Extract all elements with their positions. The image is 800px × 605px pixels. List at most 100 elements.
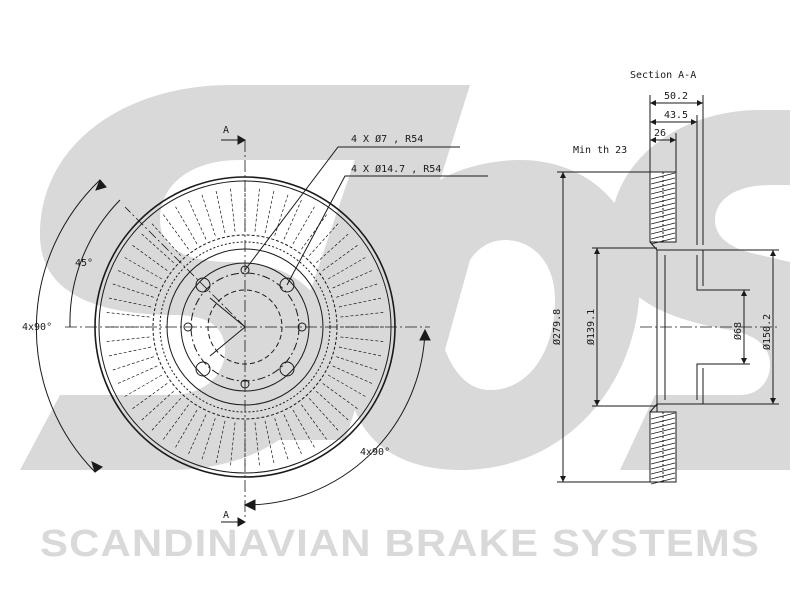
vent-slot: [274, 193, 289, 236]
dim-279-8: Ø279.8: [551, 309, 563, 345]
section-arrowhead-icon: [237, 135, 247, 145]
bolt-hole-label: 4 X Ø7 , R54: [351, 133, 423, 145]
min-thickness-label: Min th 23: [573, 145, 627, 156]
section-marker-bottom: A: [223, 510, 229, 521]
dim-139-1: Ø139.1: [585, 309, 597, 345]
left-spacing-label: 4x90°: [22, 322, 52, 333]
angle-45-arc: [69, 199, 121, 328]
brand-line: SCANDINAVIAN BRAKE SYSTEMS: [40, 523, 760, 565]
vent-slot: [162, 213, 189, 250]
radius-line: [209, 297, 246, 328]
vent-slot: [283, 414, 303, 456]
stud-hole: [279, 277, 295, 293]
vent-slot: [332, 365, 374, 385]
hat-profile-lower: [649, 368, 704, 413]
vent-slot: [215, 420, 226, 464]
stud-hole: [279, 361, 295, 377]
stud-hole-leader: [286, 175, 488, 286]
vent-slot: [111, 356, 154, 371]
vent-slot: [322, 383, 359, 410]
vent-slot: [131, 383, 168, 410]
angle-label: 45°: [75, 258, 93, 269]
vent-slot: [283, 198, 303, 240]
hatch-line: [650, 447, 676, 455]
hatch-line: [650, 187, 676, 195]
left-spacing-arc: [35, 179, 101, 473]
vent-slot: [187, 414, 207, 456]
vent-slot: [215, 190, 226, 234]
vent-slot: [336, 356, 379, 371]
vent-slot: [338, 297, 382, 308]
vent-slot: [105, 336, 150, 342]
registered-mark: ®: [761, 135, 776, 157]
friction-ring-upper: [649, 171, 677, 243]
vent-slot: [308, 398, 339, 432]
vent-slot: [254, 422, 260, 467]
vent-slot: [264, 190, 275, 234]
vent-slot: [301, 404, 328, 441]
sbs-watermark-logo: ® SCANDINAVIAN BRAKE SYSTEMS: [20, 85, 790, 565]
vent-slot: [316, 233, 350, 264]
arc-arrowhead-icon: [243, 499, 256, 511]
dimension-arrowheads: [560, 100, 776, 482]
vent-slot: [340, 312, 385, 318]
arc-arrowhead-icon: [91, 461, 103, 473]
hatch-line: [650, 427, 676, 435]
vent-slot: [201, 418, 216, 461]
vent-slot: [274, 418, 289, 461]
stud-holes: [195, 277, 295, 377]
stud-hole-label: 4 X Ø14.7 , R54: [351, 163, 441, 175]
vent-slot: [131, 244, 168, 271]
dim-43-5: 43.5: [664, 110, 688, 121]
vent-slot: [108, 297, 152, 308]
hub-bore-upper: [696, 255, 703, 291]
section-marker-top: A: [223, 125, 229, 136]
vent-slot: [301, 213, 328, 250]
vent-slot: [140, 233, 174, 264]
vent-slot: [123, 374, 163, 398]
vent-slot: [292, 205, 316, 245]
vent-slot: [162, 404, 189, 441]
hatch-line: [650, 467, 676, 475]
vent-slot: [254, 187, 260, 232]
dim-68: Ø68: [732, 322, 744, 340]
section-arrowhead-icon: [237, 517, 247, 527]
vent-slot: [174, 409, 198, 449]
right-spacing-arc: [244, 329, 426, 506]
radius-line: [209, 326, 246, 357]
vent-slot: [116, 365, 158, 385]
vent-slot: [201, 193, 216, 236]
vent-slot: [116, 269, 158, 289]
stud-hole: [195, 277, 211, 293]
registered-mark-icon: [752, 129, 784, 161]
dim-26: 26: [654, 128, 666, 139]
hatch-line: [650, 227, 676, 235]
vent-slot: [140, 390, 174, 421]
section-view: Section A-A Min th 23 50.2 43.5 26 Ø2: [551, 70, 780, 485]
stud-hole: [195, 361, 211, 377]
hub-bore-lower: [696, 363, 703, 400]
ventilation-slots: [105, 187, 385, 467]
vent-slot: [108, 346, 152, 357]
arc-arrowhead-icon: [95, 179, 107, 191]
vent-slot: [264, 420, 275, 464]
vent-slot: [336, 283, 379, 298]
vent-slot: [111, 283, 154, 298]
vent-slot: [327, 256, 367, 280]
friction-ring-lower: [649, 411, 677, 483]
right-spacing-label: 4x90°: [360, 447, 390, 458]
vent-slot: [308, 222, 339, 256]
vent-slot: [230, 187, 236, 232]
vent-slot: [151, 222, 182, 256]
section-title: Section A-A: [630, 70, 696, 81]
arc-arrowhead-icon: [419, 328, 431, 341]
vent-slot: [105, 312, 150, 318]
vent-slot: [174, 205, 198, 245]
vent-slot: [316, 390, 350, 421]
vent-slot: [151, 398, 182, 432]
hatch-line: [650, 207, 676, 215]
vent-slot: [187, 198, 207, 240]
vent-slot: [338, 346, 382, 357]
vent-slot: [332, 269, 374, 289]
